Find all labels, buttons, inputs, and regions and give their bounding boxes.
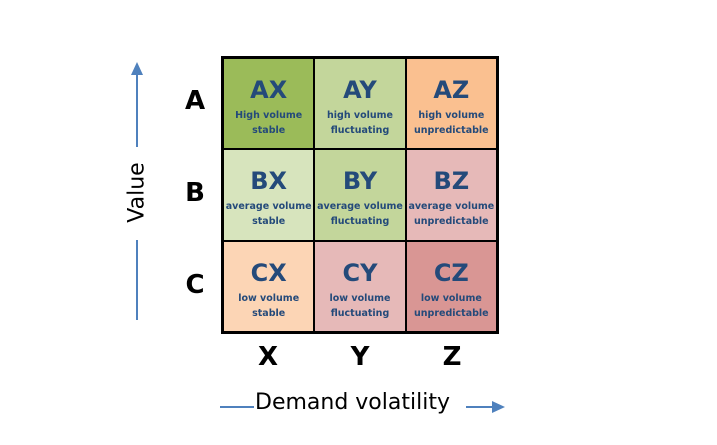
- cell-description: unpredictable: [414, 307, 489, 319]
- volatility-arrow-head-icon: [492, 401, 505, 413]
- col-label-x: X: [257, 342, 279, 372]
- cell-code: AX: [250, 76, 288, 104]
- cell-description: average volume: [317, 201, 403, 213]
- x-axis-label: Demand volatility: [255, 390, 450, 415]
- cell-by: BY average volume fluctuating: [315, 150, 405, 240]
- col-label-y: Y: [350, 342, 370, 372]
- cell-description: stable: [252, 307, 286, 319]
- value-arrow-head-icon: [131, 62, 143, 75]
- cell-cy: CY low volume fluctuating: [315, 241, 405, 331]
- col-label-z: Z: [442, 342, 462, 372]
- cell-description: fluctuating: [330, 216, 390, 228]
- abc-xyz-matrix: AX High volume stable AY high volume fluctuat…: [221, 56, 499, 334]
- cell-description: stable: [252, 125, 286, 136]
- cell-description: high volume: [418, 110, 485, 121]
- value-axis-line-top: [136, 72, 138, 147]
- cell-description: average volume: [408, 201, 495, 213]
- cell-az: AZ high volume unpredictable: [406, 59, 496, 149]
- row-label-b: B: [185, 178, 205, 208]
- cell-description: fluctuating: [330, 307, 390, 319]
- volatility-axis-line-right: [466, 406, 494, 408]
- cell-description: unpredictable: [414, 216, 489, 228]
- cell-code: CX: [250, 258, 287, 287]
- cell-code: BY: [342, 167, 378, 196]
- volatility-axis-line-left: [220, 406, 254, 408]
- cell-description: low volume: [238, 292, 300, 304]
- y-axis-label: Value: [124, 162, 150, 223]
- cell-description: stable: [252, 216, 286, 228]
- cell-description: unpredictable: [414, 125, 489, 136]
- value-axis-line-bottom: [136, 240, 138, 320]
- cell-bz: BZ average volume unpredictable: [406, 150, 496, 240]
- cell-ay: AY high volume fluctuating: [315, 59, 405, 149]
- cell-description: low volume: [329, 292, 391, 304]
- cell-code: BX: [250, 167, 288, 196]
- cell-description: high volume: [327, 110, 393, 121]
- cell-description: low volume: [420, 292, 482, 304]
- cell-code: AZ: [433, 76, 470, 104]
- row-label-c: C: [185, 270, 205, 300]
- cell-ax: AX High volume stable: [224, 59, 314, 149]
- cell-description: average volume: [225, 201, 312, 213]
- cell-code: CZ: [433, 258, 469, 287]
- row-label-a: A: [184, 86, 206, 116]
- cell-code: AY: [343, 76, 377, 104]
- cell-bx: BX average volume stable: [224, 150, 314, 240]
- cell-cx: CX low volume stable: [224, 241, 314, 331]
- cell-code: CY: [342, 258, 378, 287]
- cell-description: fluctuating: [330, 125, 390, 136]
- cell-code: BZ: [433, 167, 470, 196]
- cell-cz: CZ low volume unpredictable: [406, 241, 496, 331]
- cell-description: High volume: [235, 110, 303, 121]
